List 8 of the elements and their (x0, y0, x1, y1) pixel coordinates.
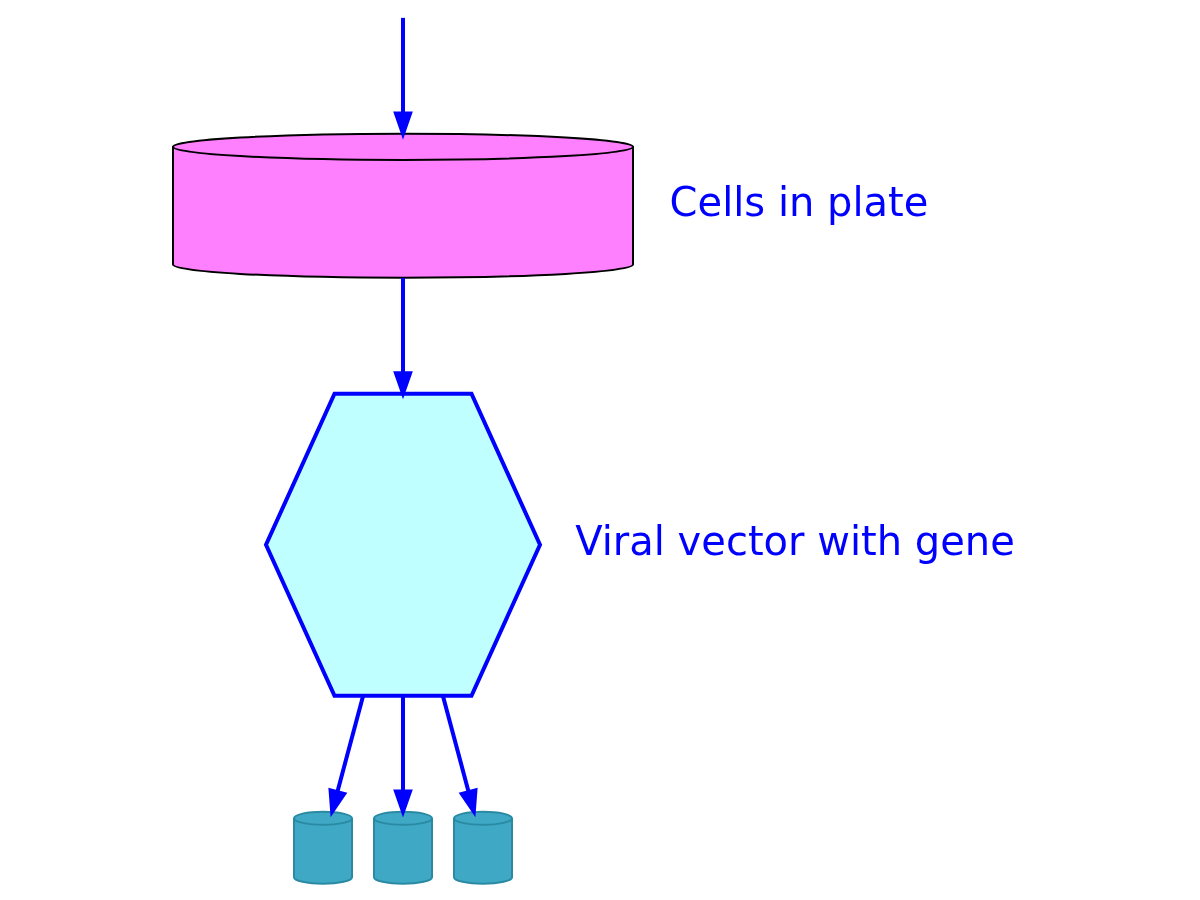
node-picture (263, 391, 542, 698)
arrow (392, 696, 413, 818)
arrow (392, 277, 413, 400)
node-label: Viral vector with gene (574, 517, 1015, 564)
arrow (440, 695, 478, 818)
arrow (392, 17, 413, 140)
node-label: Cells in plate (669, 178, 928, 225)
arrow (327, 695, 365, 818)
